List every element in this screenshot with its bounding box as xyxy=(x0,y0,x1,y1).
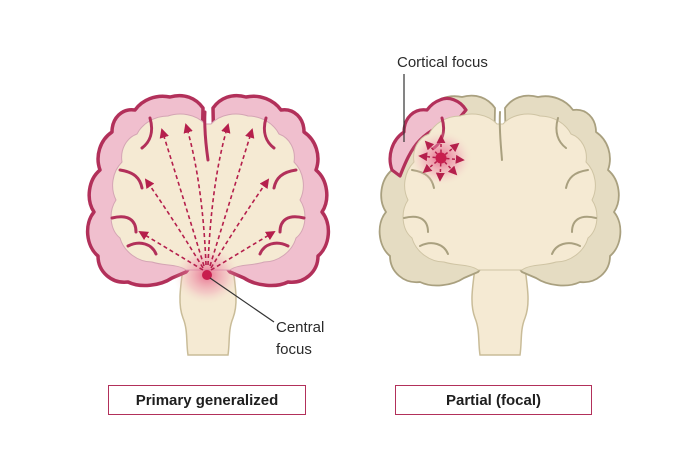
caption-primary-generalized: Primary generalized xyxy=(108,385,306,415)
caption-partial-focal: Partial (focal) xyxy=(395,385,592,415)
sulci xyxy=(110,110,306,256)
brain-primary-generalized xyxy=(85,93,331,356)
central-focus-dot xyxy=(202,270,212,280)
brainstem xyxy=(471,267,529,356)
cortical-focus-burst xyxy=(418,134,465,182)
central-focus-leader xyxy=(209,277,275,323)
cortical-focus-dot xyxy=(435,152,447,164)
central-focus-label-line2: focus xyxy=(276,341,312,358)
central-focus-label-line1: Central xyxy=(276,319,324,336)
brain-partial-focal xyxy=(378,74,622,356)
cortical-focus-label: Cortical focus xyxy=(397,54,488,71)
spread-arrows xyxy=(138,123,276,271)
